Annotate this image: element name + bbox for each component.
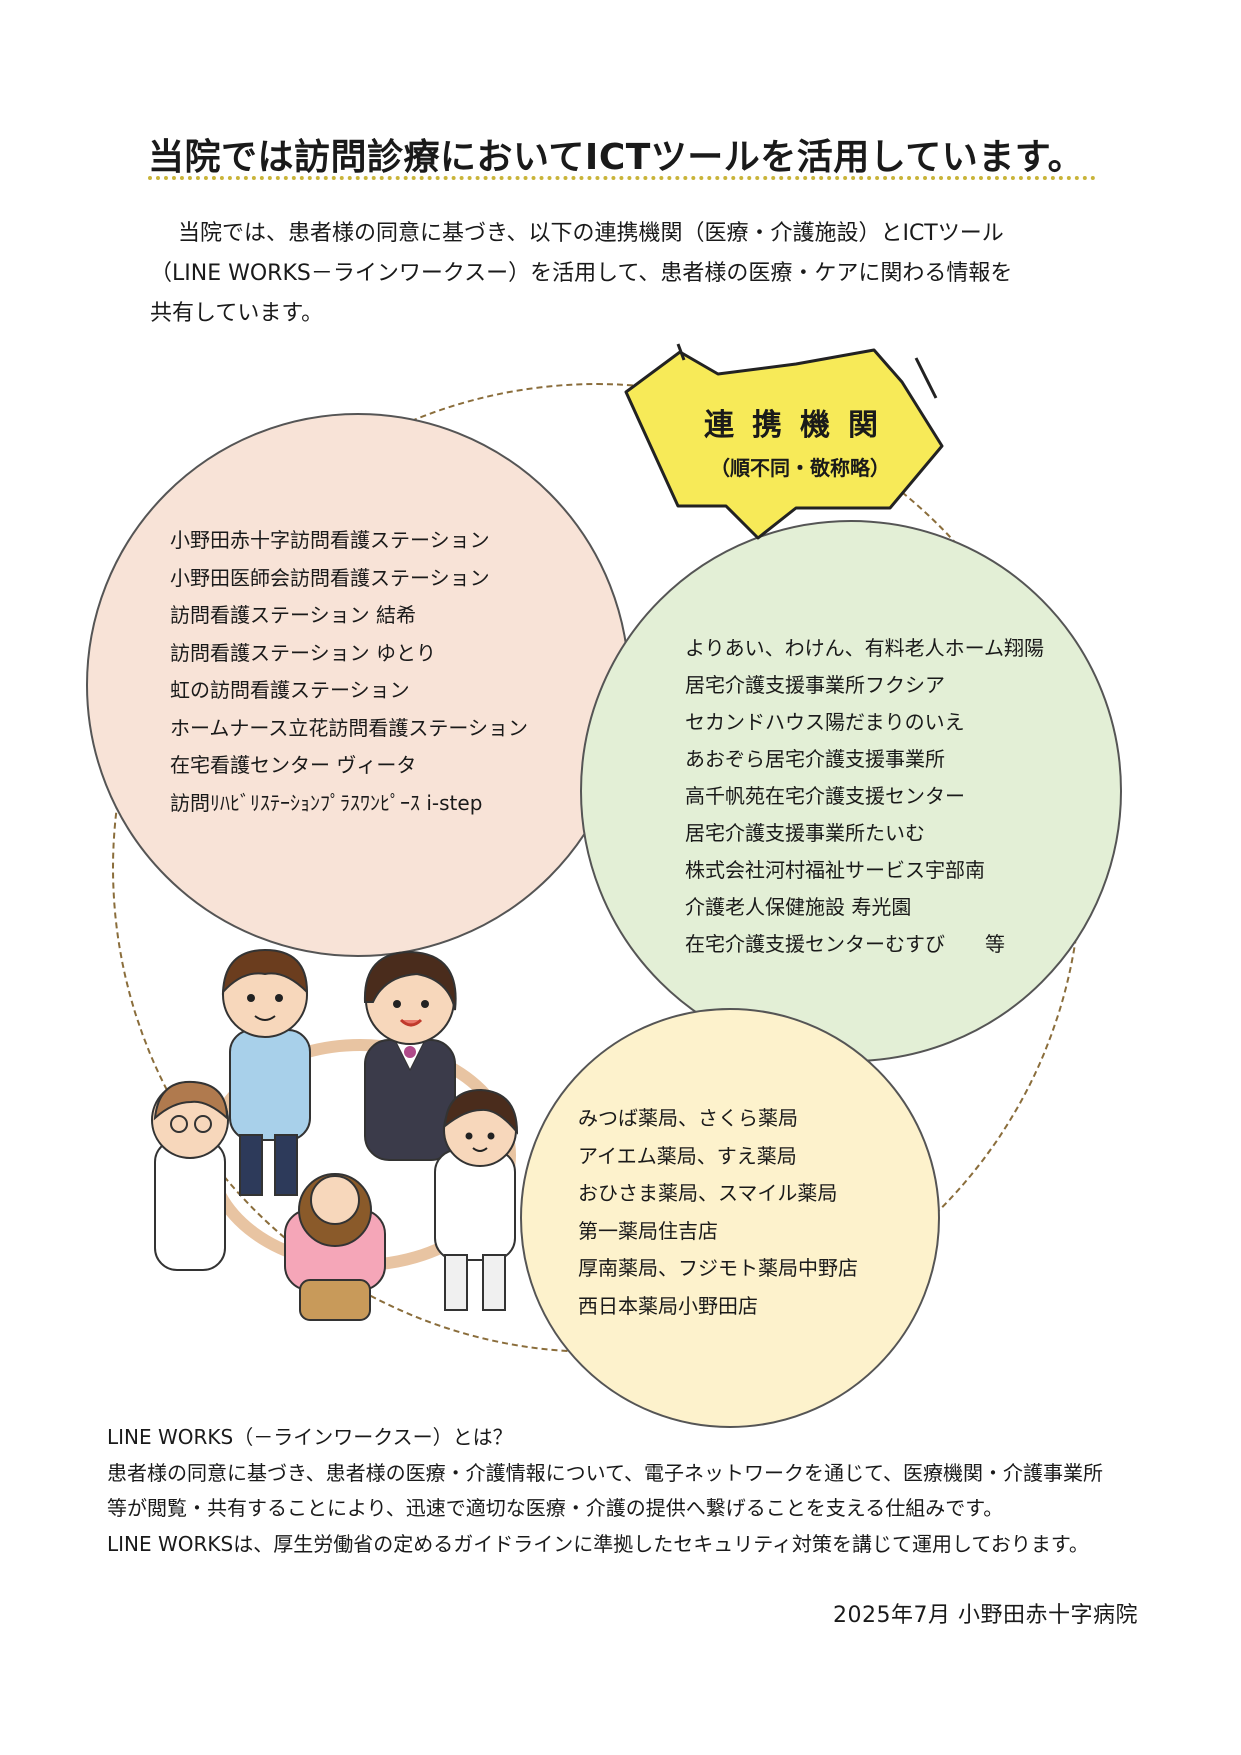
bubble-subtitle: （順不同・敬称略） bbox=[710, 456, 890, 480]
intro-line: （LINE WORKS－ラインワークスー）を活用して、患者様の医療・ケアに関わる… bbox=[150, 261, 1013, 286]
date-and-hospital: 2025年7月 小野田赤十字病院 bbox=[833, 1603, 1138, 1628]
nursing-stations-list: 小野田赤十字訪問看護ステーション 小野田医師会訪問看護ステーション 訪問看護ステ… bbox=[170, 522, 528, 822]
bubble-stroke-accent bbox=[914, 357, 938, 399]
list-item: アイエム薬局、すえ薬局 bbox=[578, 1143, 797, 1168]
explanation-line: 患者様の同意に基づき、患者様の医療・介護情報について、電子ネットワークを通じて、… bbox=[107, 1460, 1103, 1485]
list-item: 訪問ﾘﾊﾋﾞﾘｽﾃｰｼｮﾝﾌﾟﾗｽﾜﾝﾋﾟｰｽ i-step bbox=[170, 790, 483, 815]
speech-bubble-shape bbox=[624, 348, 944, 540]
intro-line: 当院では、患者様の同意に基づき、以下の連携機関（医療・介護施設）とICTツール bbox=[178, 221, 1004, 246]
list-item: あおぞら居宅介護支援事業所 bbox=[685, 747, 945, 771]
pharmacies-list: みつば薬局、さくら薬局 アイエム薬局、すえ薬局 おひさま薬局、スマイル薬局 第一… bbox=[578, 1100, 858, 1325]
list-item: 居宅介護支援事業所たいむ bbox=[685, 821, 925, 845]
explanation-line: 等が閲覧・共有することにより、迅速で適切な医療・介護の提供へ繋げることを支える仕… bbox=[107, 1496, 1004, 1520]
list-item: よりあい、わけん、有料老人ホーム翔陽 bbox=[685, 636, 1044, 660]
list-item: 在宅介護支援センターむすび 等 bbox=[685, 932, 1005, 956]
intro-paragraph: 当院では、患者様の同意に基づき、以下の連携機関（医療・介護施設）とICTツール … bbox=[150, 214, 1110, 334]
bubble-title: 連携機関 bbox=[704, 408, 896, 443]
list-item: みつば薬局、さくら薬局 bbox=[578, 1106, 798, 1130]
list-item: 株式会社河村福祉サービス宇部南 bbox=[685, 858, 985, 882]
intro-line: 共有しています。 bbox=[150, 301, 324, 326]
list-item: 西日本薬局小野田店 bbox=[578, 1293, 758, 1318]
pharmacies-circle bbox=[520, 1008, 940, 1428]
explanation-line: LINE WORKSは、厚生労働省の定めるガイドラインに準拠したセキュリティ対策… bbox=[107, 1531, 1089, 1556]
person-boy-icon bbox=[221, 948, 311, 1196]
list-item: 高千帆苑在宅介護支援センター bbox=[685, 784, 965, 808]
care-facilities-circle bbox=[580, 520, 1122, 1062]
person-elder-icon bbox=[151, 1080, 229, 1271]
person-child-icon bbox=[284, 1173, 386, 1321]
list-item: 在宅看護センター ヴィータ bbox=[170, 753, 417, 777]
care-facilities-list: よりあい、わけん、有料老人ホーム翔陽 居宅介護支援事業所フクシア セカンドハウス… bbox=[685, 630, 1044, 963]
explanation-heading: LINE WORKS（－ラインワークスー）とは？ bbox=[107, 1425, 513, 1449]
person-woman-icon bbox=[363, 950, 457, 1161]
page-title: 当院では訪問診療においてICTツールを活用しています。 bbox=[148, 137, 1085, 178]
list-item: 厚南薬局、フジモト薬局中野店 bbox=[578, 1256, 858, 1280]
list-item: おひさま薬局、スマイル薬局 bbox=[578, 1181, 838, 1205]
list-item: 居宅介護支援事業所フクシア bbox=[685, 673, 945, 697]
list-item: 小野田医師会訪問看護ステーション bbox=[170, 565, 490, 590]
nursing-stations-circle bbox=[86, 413, 630, 957]
bubble-stroke-accent bbox=[676, 343, 686, 361]
list-item: 介護老人保健施設 寿光園 bbox=[685, 895, 912, 919]
list-item: 訪問看護ステーション 結希 bbox=[170, 603, 416, 627]
line-works-explanation: LINE WORKS（－ラインワークスー）とは？ 患者様の同意に基づき、患者様の… bbox=[107, 1420, 1147, 1562]
person-nurse-icon bbox=[434, 1088, 519, 1311]
list-item: ホームナース立花訪問看護ステーション bbox=[170, 715, 528, 740]
list-item: 小野田赤十字訪問看護ステーション bbox=[170, 528, 490, 552]
title-underline bbox=[148, 176, 1096, 180]
list-item: 訪問看護ステーション ゆとり bbox=[170, 640, 436, 665]
people-holding-hands-icon bbox=[151, 948, 519, 1321]
list-item: セカンドハウス陽だまりのいえ bbox=[685, 710, 965, 734]
list-item: 虹の訪問看護ステーション bbox=[170, 678, 410, 702]
list-item: 第一薬局住吉店 bbox=[578, 1218, 718, 1243]
speech-bubble-icon bbox=[624, 343, 944, 540]
